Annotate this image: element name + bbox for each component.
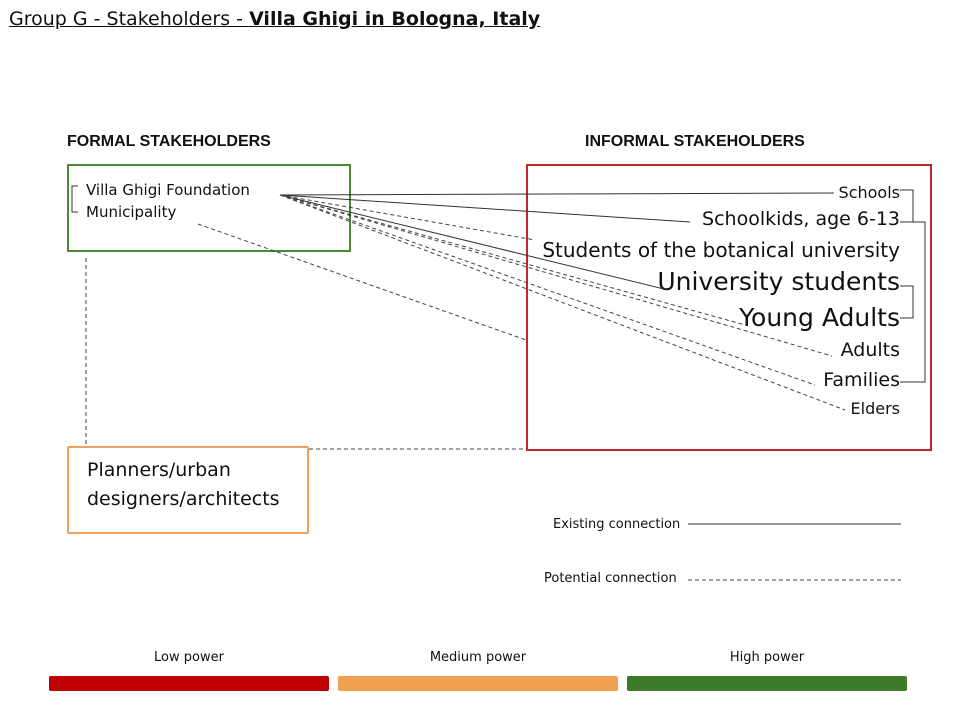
page-title: Group G - Stakeholders - Villa Ghigi in … — [9, 8, 541, 30]
power-bar-medium — [338, 676, 618, 691]
connection-existing-schoolkids — [279, 194, 691, 223]
formal-bracket — [71, 185, 78, 213]
informal-item-botanical-students: Students of the botanical university — [542, 238, 900, 262]
families-bracket — [900, 221, 926, 383]
formal-stakeholders-box — [67, 164, 351, 252]
informal-item-families: Families — [823, 369, 900, 391]
connection-potential-families — [279, 194, 816, 386]
power-label-medium: Medium power — [429, 650, 527, 665]
informal-item-schoolkids: Schoolkids, age 6-13 — [702, 208, 900, 230]
power-bar-high — [627, 676, 907, 691]
informal-item-young-adults: Young Adults — [739, 303, 900, 332]
informal-item-university-students: University students — [657, 267, 900, 296]
power-label-low: Low power — [154, 650, 224, 665]
young-bracket — [900, 285, 914, 319]
connection-potential-elders — [279, 194, 846, 411]
informal-item-elders: Elders — [850, 399, 900, 418]
connection-potential-botanical — [279, 194, 536, 241]
connection-potential-adults — [279, 194, 833, 357]
informal-item-schools: Schools — [838, 183, 900, 202]
schools-bracket — [900, 189, 914, 223]
legend-existing-label: Existing connection — [553, 517, 681, 532]
connection-potential-young-adults — [279, 194, 746, 326]
legend-potential-label: Potential connection — [544, 571, 677, 586]
informal-heading: INFORMAL STAKEHOLDERS — [585, 133, 805, 150]
connection-existing-university — [279, 194, 669, 291]
planners-box: Planners/urban designers/architects — [67, 446, 309, 534]
connection-existing-schools — [279, 192, 835, 196]
connection-potential-municipality — [197, 223, 527, 341]
formal-heading: FORMAL STAKEHOLDERS — [67, 133, 271, 150]
power-bar-low — [49, 676, 329, 691]
formal-item-municipality: Municipality — [86, 203, 177, 221]
informal-stakeholders-box — [526, 164, 932, 451]
planners-label: Planners/urban designers/architects — [87, 459, 280, 510]
informal-item-adults: Adults — [840, 339, 900, 361]
formal-item-villa-ghigi-foundation: Villa Ghigi Foundation — [86, 181, 250, 199]
power-label-high: High power — [729, 650, 805, 665]
